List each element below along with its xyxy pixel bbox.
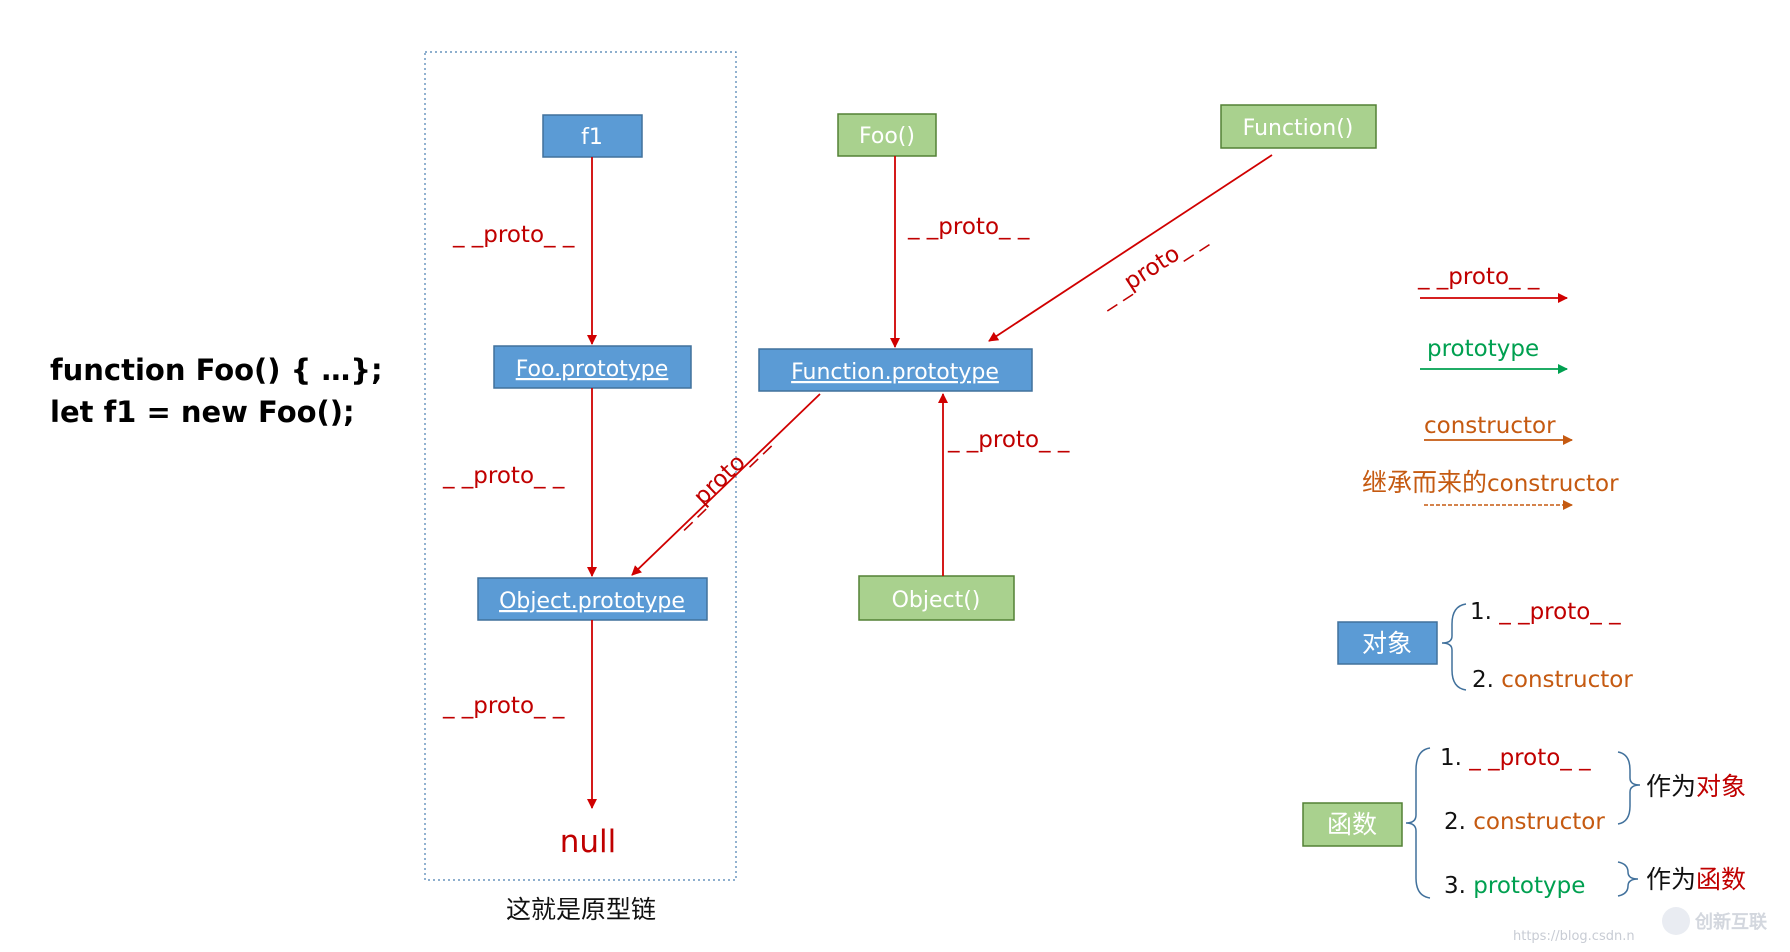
function-note-brace-2 [1617, 861, 1639, 897]
label-foo-prototype-proto: _ _proto_ _ [442, 463, 565, 489]
function-note-2: 作为函数 [1646, 865, 1746, 894]
legend-constructor-label: constructor [1424, 413, 1556, 439]
code-line-1: function Foo() { …}; [50, 353, 383, 387]
node-foo-prototype: Foo.prototype [493, 345, 692, 389]
node-object-prototype: Object.prototype [477, 577, 708, 621]
node-object-function-label: Object() [892, 588, 981, 613]
watermark-logo-icon [1662, 907, 1690, 935]
node-function-prototype: Function.prototype [758, 348, 1033, 392]
legend-inherited-constructor-label: 继承而来的constructor [1362, 468, 1619, 497]
object-group-title: 对象 [1362, 629, 1412, 658]
legend: _ _proto_ _ prototype constructor 继承而来的c… [1362, 264, 1619, 510]
node-function-prototype-label: Function.prototype [791, 360, 999, 385]
legend-prototype-label: prototype [1427, 336, 1539, 362]
label-foo-function-proto: _ _proto_ _ [907, 214, 1030, 240]
watermark-url: https://blog.csdn.n [1513, 929, 1635, 944]
prototype-chain-frame [424, 51, 737, 881]
function-item-1: 1. _ _proto_ _ [1440, 745, 1591, 771]
function-note-1: 作为对象 [1646, 772, 1746, 801]
node-foo-function-label: Foo() [859, 124, 915, 149]
watermark: 创新互联 https://blog.csdn.n [1513, 907, 1767, 944]
node-function-function: Function() [1220, 104, 1377, 149]
label-function-function-proto: _ _proto_ _ [1093, 224, 1210, 313]
node-null: null [560, 824, 617, 860]
label-object-prototype-proto: _ _proto_ _ [442, 693, 565, 719]
node-f1: f1 [542, 114, 643, 158]
function-group-title: 函数 [1327, 810, 1377, 839]
label-function-prototype-proto: _ _proto_ _ [666, 428, 772, 532]
function-group-brace [1405, 747, 1431, 899]
node-object-function: Object() [858, 575, 1015, 621]
node-foo-function: Foo() [837, 113, 937, 157]
arrow-function-prototype-to-object-prototype [631, 393, 821, 576]
label-f1-proto: _ _proto_ _ [452, 222, 575, 248]
function-note-brace-1 [1617, 751, 1641, 825]
code-line-2: let f1 = new Foo(); [50, 395, 355, 429]
object-group: 对象 1. _ _proto_ _ 2. constructor [1337, 599, 1633, 693]
node-object-prototype-label: Object.prototype [499, 589, 685, 614]
object-item-1: 1. _ _proto_ _ [1470, 599, 1621, 625]
node-foo-prototype-label: Foo.prototype [516, 357, 669, 382]
object-group-brace [1441, 603, 1467, 691]
function-item-2: 2. constructor [1444, 809, 1605, 835]
object-item-2: 2. constructor [1472, 667, 1633, 693]
function-item-3: 3. prototype [1444, 873, 1585, 899]
legend-proto-label: _ _proto_ _ [1417, 264, 1540, 290]
watermark-brand: 创新互联 [1694, 911, 1767, 933]
node-function-function-label: Function() [1243, 116, 1354, 141]
node-f1-label: f1 [581, 125, 603, 150]
arrow-function-function-to-function-prototype [988, 154, 1273, 342]
function-group: 函数 1. _ _proto_ _ 2. constructor 3. prot… [1302, 745, 1746, 899]
prototype-chain-caption: 这就是原型链 [506, 895, 656, 924]
label-object-function-proto: _ _proto_ _ [947, 427, 1070, 453]
